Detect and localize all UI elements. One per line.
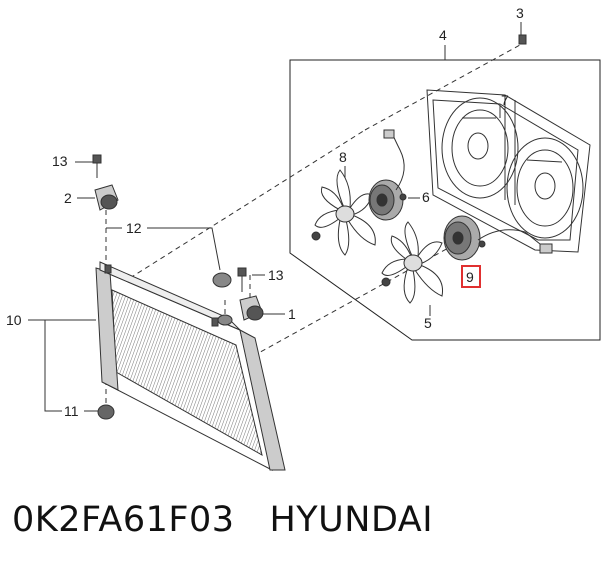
part-label-9: 9 bbox=[466, 269, 474, 285]
leader-lines bbox=[28, 22, 522, 412]
part-label-2: 2 bbox=[64, 190, 72, 206]
bracket-2 bbox=[94, 184, 119, 211]
part-label-13-lower: 13 bbox=[268, 267, 284, 283]
part-label-3: 3 bbox=[516, 5, 524, 21]
bracket-1 bbox=[239, 295, 264, 321]
mount-11 bbox=[97, 404, 115, 420]
fan-motor-6 bbox=[368, 129, 407, 221]
fan-shroud bbox=[426, 89, 591, 253]
part-label-1: 1 bbox=[288, 306, 296, 322]
part-label-6: 6 bbox=[422, 189, 430, 205]
fan-assembly-outline bbox=[289, 59, 601, 341]
fan-motor-9 bbox=[443, 215, 553, 261]
part-label-4: 4 bbox=[439, 27, 447, 43]
bushing-12 bbox=[212, 272, 233, 326]
part-label-10: 10 bbox=[6, 312, 22, 328]
fan-blade-8 bbox=[311, 169, 376, 256]
alignment-dashed-lines bbox=[105, 44, 521, 405]
brand-name: HYUNDAI bbox=[269, 500, 434, 540]
bolt-3 bbox=[518, 34, 527, 45]
part-label-13-upper: 13 bbox=[52, 153, 68, 169]
part-code: 0K2FA61F03 bbox=[12, 500, 235, 540]
part-9-highlight[interactable] bbox=[461, 265, 481, 288]
radiator bbox=[95, 261, 286, 471]
fan-blade-5 bbox=[381, 221, 444, 304]
part-caption: 0K2FA61F03 HYUNDAI bbox=[12, 500, 433, 540]
bolt-13-lower bbox=[237, 267, 247, 292]
part-label-12: 12 bbox=[126, 220, 142, 236]
bolt-13-upper bbox=[92, 154, 102, 178]
part-label-11: 11 bbox=[64, 403, 79, 419]
part-label-5: 5 bbox=[424, 315, 432, 331]
part-label-7: 7 bbox=[501, 92, 509, 108]
part-label-8: 8 bbox=[339, 149, 347, 165]
